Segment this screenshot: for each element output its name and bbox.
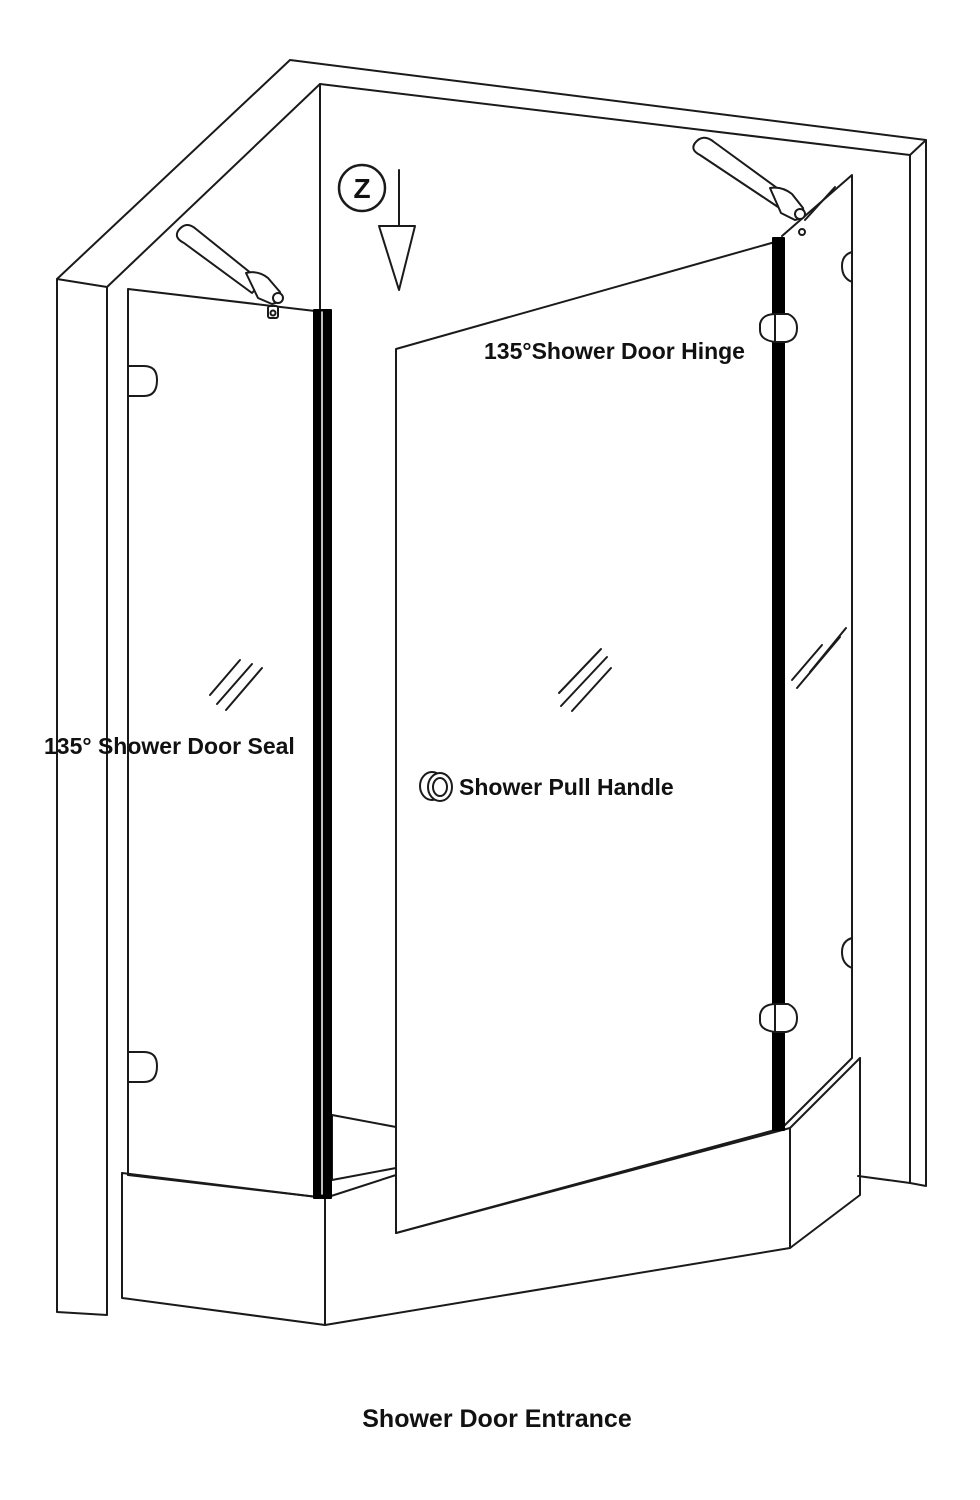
- hinge-seal-strip: [772, 237, 785, 1131]
- left-fixed-glass-panel: [127, 288, 319, 1198]
- right-support-bar-icon: [692, 136, 836, 236]
- door-hinge-icon: [759, 1003, 798, 1033]
- seal-label: 135° Shower Door Seal: [44, 733, 295, 759]
- right-glass-clamp-icon: [841, 937, 853, 969]
- door-seal-strip: [313, 309, 332, 1199]
- diagram-caption: Shower Door Entrance: [362, 1405, 632, 1433]
- left-glass-clamp-icon: [127, 365, 158, 397]
- swing-door-glass: [395, 241, 776, 1234]
- z-direction-marker-icon: Z: [337, 163, 416, 291]
- door-hinge-icon: [759, 313, 798, 343]
- pull-handle-label: Shower Pull Handle: [459, 774, 674, 800]
- left-glass-clamp-icon: [127, 1051, 158, 1083]
- shower-pull-handle-icon: [419, 771, 453, 802]
- left-support-bar-icon: [175, 224, 284, 319]
- z-direction-letter: Z: [353, 173, 370, 204]
- right-glass-clamp-icon: [841, 251, 853, 283]
- hinge-label: 135°Shower Door Hinge: [484, 338, 745, 364]
